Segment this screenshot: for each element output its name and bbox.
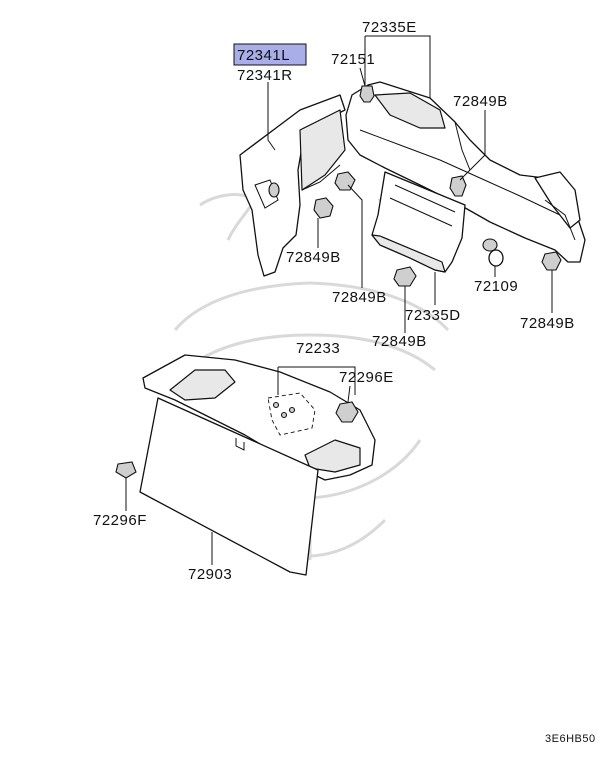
part-label-72151: 72151 (331, 51, 375, 68)
side-trim-panel (239, 94, 346, 277)
clip-72849b-upper-right (449, 175, 467, 197)
parcel-shelf (142, 354, 376, 481)
part-label-72341l: 72341L (237, 47, 290, 64)
clip-72296f (115, 461, 137, 490)
clip-72849b-left (313, 197, 334, 219)
part-label-72335d: 72335D (405, 307, 461, 324)
clip-72849b-lower (393, 266, 417, 287)
trunk-board (139, 397, 319, 576)
part-label-72849b-right: 72849B (520, 315, 575, 332)
part-label-72849b-left: 72849B (286, 249, 341, 266)
part-label-72233: 72233 (296, 340, 340, 357)
clip-72296e (335, 401, 359, 423)
figure-code: 3E6HB50 (545, 733, 596, 745)
part-label-72296f: 72296F (93, 512, 147, 529)
part-label-72903: 72903 (188, 566, 232, 583)
part-label-72849b-upper-right: 72849B (453, 93, 508, 110)
highlight-box-72341l (233, 43, 307, 66)
grommet-72109 (482, 238, 504, 267)
part-label-72849b-center: 72849B (332, 289, 387, 306)
part-label-72109: 72109 (474, 278, 518, 295)
clip-72849b-right (541, 251, 562, 271)
trunk-front-trim (345, 81, 586, 263)
part-label-72341r: 72341R (237, 67, 293, 84)
part-label-72849b-lower: 72849B (372, 333, 427, 350)
clip-72849b-center (334, 171, 356, 191)
leader-lines (125, 35, 553, 565)
part-label-72296e: 72296E (339, 369, 394, 386)
part-label-72335e: 72335E (362, 19, 417, 36)
clip-72151 (359, 85, 375, 103)
trunk-front-board (371, 171, 466, 273)
